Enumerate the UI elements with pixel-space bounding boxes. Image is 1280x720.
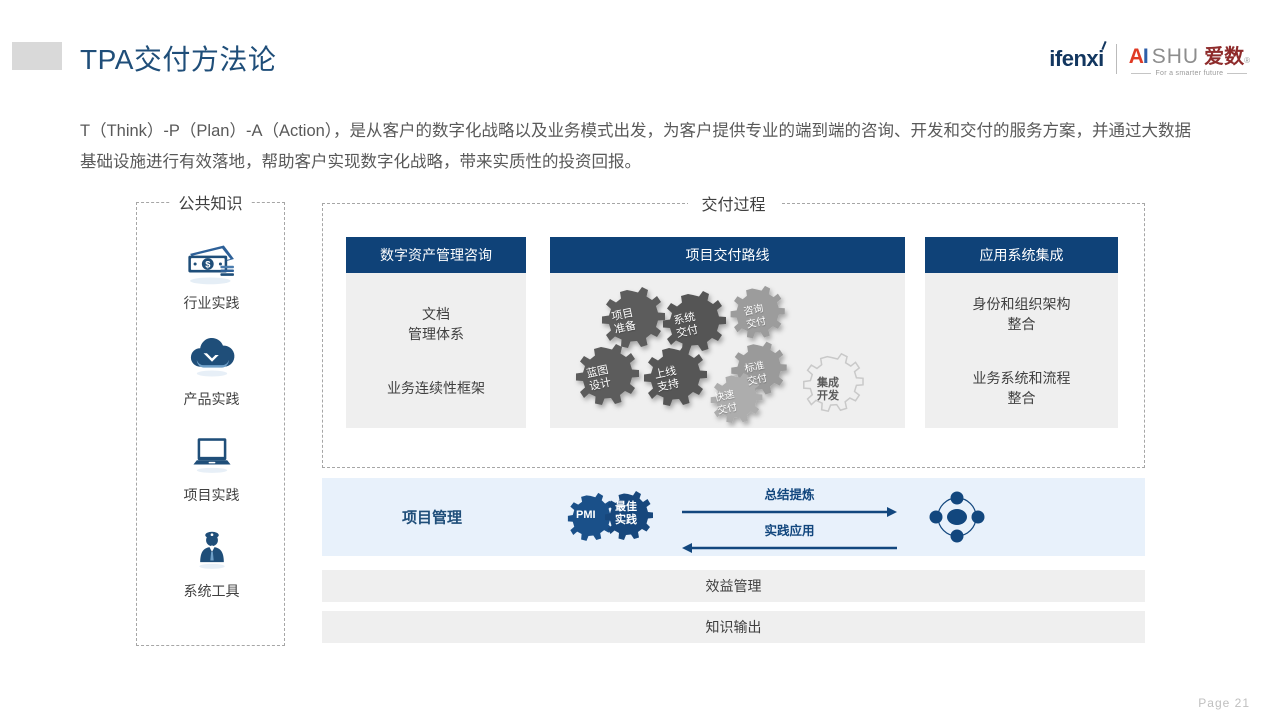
arrow-label-bottom: 实践应用 [764,524,815,538]
ifenxi-logo: ifenxi [1049,40,1107,72]
card-line: 身份和组织架构 整合 [972,295,1071,332]
ifenxi-tick-icon [1101,40,1107,50]
pmi-best-practice-gears: PMI 最佳 实践 [562,488,662,551]
best-practice-gear-label: 最佳 实践 [615,501,637,526]
knowledge-item-systemtool[interactable]: 系统工具 [137,527,286,601]
bottom-bar-label: 效益管理 [705,578,762,594]
aishu-trademark-symbol: ® [1244,56,1250,65]
knowledge-item-product[interactable]: 产品实践 [137,335,286,409]
knowledge-item-project[interactable]: 项目实践 [137,431,286,505]
bottom-bar-benefit-management[interactable]: 效益管理 [322,570,1145,602]
card-body: 身份和组织架构 整合 业务系统和流程 整合 [925,273,1118,428]
card-header: 应用系统集成 [925,237,1118,273]
tagline-rule-left [1131,73,1152,74]
bottom-bar-knowledge-output[interactable]: 知识输出 [322,611,1145,643]
title-accent-block [12,42,62,70]
bottom-bar-label: 知识输出 [705,619,762,635]
intro-paragraph: T（Think）-P（Plan）-A（Action），是从客户的数字化战略以及业… [80,122,1192,171]
knowledge-item-label: 行业实践 [183,295,240,311]
card-header: 项目交付路线 [550,237,905,273]
public-knowledge-panel: 公共知识 $ 行业实践 [136,190,286,646]
arrow-label-top: 总结提炼 [764,488,815,502]
pmi-gear-label: PMI [576,509,596,521]
ifenxi-logo-text: ifenxi [1049,45,1104,71]
delivery-process-title: 交付过程 [687,191,780,215]
knowledge-item-label: 产品实践 [183,391,240,407]
page-title: TPA交付方法论 [80,44,277,75]
card-digital-asset-consulting[interactable]: 数字资产管理咨询 文档 管理体系 业务连续性框架 [346,237,526,428]
network-icon [929,491,985,543]
page-number: Page 21 [1198,696,1250,710]
cloud-icon [190,337,234,377]
card-header: 数字资产管理咨询 [346,237,526,273]
project-management-title: 项目管理 [402,509,463,527]
aishu-logo: A I SHU 爱数 ® For a smarter future [1129,40,1250,77]
laptop-icon [192,438,231,473]
public-knowledge-title: 公共知识 [170,190,251,214]
knowledge-item-industry[interactable]: $ 行业实践 [137,239,286,313]
logo-divider [1115,43,1117,74]
gear-label: 集成 开发 [817,377,839,402]
feedback-loop-arrows: 总结提炼 实践应用 [682,486,897,558]
project-management-band: 项目管理 PMI 最佳 实践 总结提炼 实践应用 [322,478,1145,556]
money-icon: $ [187,245,234,285]
aishu-tagline-row: For a smarter future [1131,70,1248,77]
aishu-chinese-name: 爱数 [1204,46,1245,68]
card-line: 文档 管理体系 [408,305,464,342]
card-body: 文档 管理体系 业务连续性框架 [346,273,526,428]
card-application-system-integration[interactable]: 应用系统集成 身份和组织架构 整合 业务系统和流程 整合 [925,237,1118,428]
aishu-letter-a: A [1128,45,1144,68]
aishu-letter-i: I [1142,45,1149,68]
knowledge-item-label: 系统工具 [183,583,240,599]
gear-diagram: 项目 准备 系统 交付 咨询 交付 蓝图 设计 上线 支持 标准 交付 快速 交… [550,273,905,428]
arrow-right-icon [682,507,897,517]
card-line: 业务连续性框架 [387,379,485,396]
card-line: 业务系统和流程 整合 [972,369,1071,406]
aishu-tagline: For a smarter future [1155,70,1224,77]
network-node-icon-wrap [927,490,987,549]
aishu-letters-shu: SHU [1151,45,1200,68]
card-body: 项目 准备 系统 交付 咨询 交付 蓝图 设计 上线 支持 标准 交付 快速 交… [550,273,905,428]
person-icon [198,531,225,569]
arrow-left-icon [682,543,897,553]
svg-text:$: $ [205,259,211,269]
card-project-delivery-route[interactable]: 项目交付路线 [550,237,905,428]
brand-logos: ifenxi A I SHU 爱数 ® For a smarter future [1049,40,1250,77]
aishu-wordmark: A I SHU 爱数 ® [1129,40,1250,69]
delivery-process-panel: 交付过程 [322,191,1145,468]
knowledge-item-label: 项目实践 [183,487,240,503]
tagline-rule-right [1227,73,1248,74]
